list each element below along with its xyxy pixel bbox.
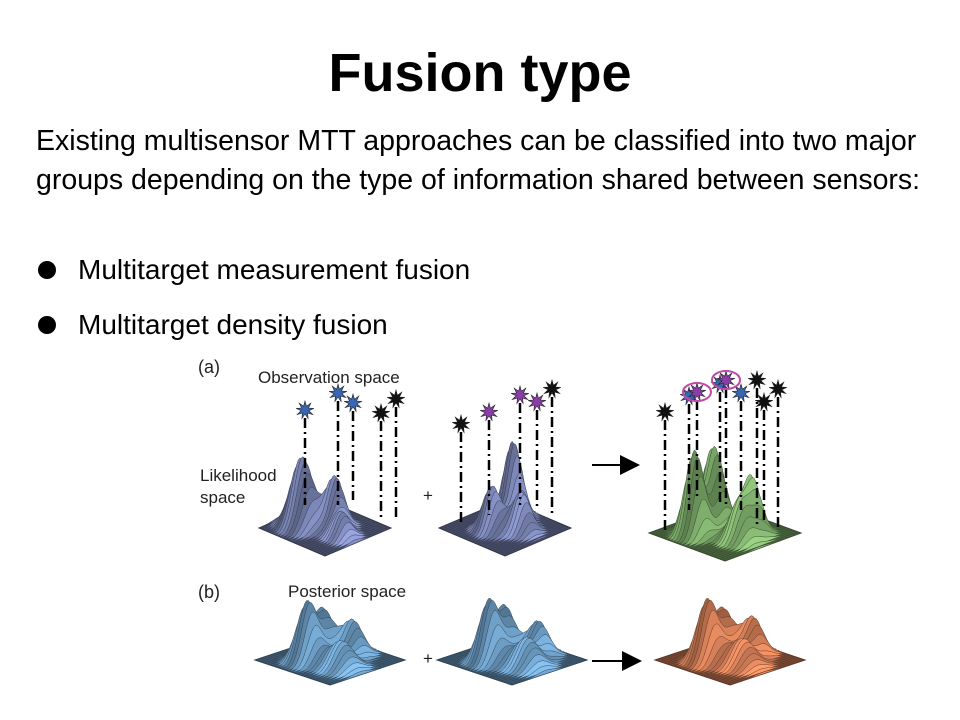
likelihood-surface-sensor-1 <box>257 456 393 557</box>
purple-star-marker-icon <box>479 401 499 422</box>
surface-strip <box>329 659 406 686</box>
purple-star-marker-icon <box>510 384 530 405</box>
plus-sign: + <box>423 486 433 505</box>
black-star-marker-icon <box>768 378 788 399</box>
blue-star-marker-icon <box>328 382 348 403</box>
measurement-markers <box>295 369 788 434</box>
purple-star-marker-icon <box>716 369 736 390</box>
posterior-space-label: Posterior space <box>288 582 406 601</box>
posterior-surface-sensor-2 <box>435 598 589 686</box>
measurement-stems <box>303 388 780 530</box>
likelihood-space-label-line2: space <box>200 488 245 507</box>
black-star-marker-icon <box>386 388 406 409</box>
likelihood-surface-fused <box>647 445 803 562</box>
panel-a-label: (a) <box>198 357 220 377</box>
blue-star-marker-icon <box>343 392 363 413</box>
plus-sign: + <box>423 649 433 668</box>
black-star-marker-icon <box>451 413 471 434</box>
bullet-text: Multitarget density fusion <box>78 309 388 340</box>
surface-plots <box>253 440 807 686</box>
surface-strip <box>504 527 572 557</box>
bullet-text: Multitarget measurement fusion <box>78 254 471 285</box>
surface-strip <box>324 527 392 557</box>
bullet-dot-icon <box>38 316 56 334</box>
purple-star-marker-icon <box>687 381 707 402</box>
surface-strip <box>729 659 806 686</box>
surface-strip <box>722 531 799 561</box>
surface-strip <box>724 532 802 562</box>
surface-strip <box>511 659 588 686</box>
likelihood-surface-sensor-2 <box>437 440 573 557</box>
bullet-list: Multitarget measurement fusion Multitarg… <box>36 252 470 362</box>
panel-b-label: (b) <box>198 582 220 602</box>
association-ellipse <box>711 370 741 390</box>
intro-paragraph: Existing multisensor MTT approaches can … <box>36 125 921 196</box>
likelihood-space-label: Likelihood <box>200 466 277 485</box>
bullet-item-measurement-fusion: Multitarget measurement fusion <box>36 252 470 307</box>
slide-title: Fusion type <box>328 43 632 103</box>
purple-star-marker-icon <box>527 391 547 412</box>
bullet-dot-icon <box>38 261 56 279</box>
posterior-surface-fused <box>653 598 807 686</box>
posterior-surface-sensor-1 <box>253 600 407 686</box>
black-star-marker-icon <box>542 378 562 399</box>
blue-star-marker-icon <box>295 399 315 420</box>
surface-strip <box>502 526 569 556</box>
black-star-marker-icon <box>371 402 391 423</box>
observation-space-label: Observation space <box>258 368 400 387</box>
bullet-item-density-fusion: Multitarget density fusion <box>36 307 470 362</box>
blue-star-marker-icon <box>731 382 751 403</box>
surface-strip <box>499 525 567 555</box>
black-star-marker-icon <box>747 369 767 390</box>
black-star-marker-icon <box>655 401 675 422</box>
association-ellipse <box>682 382 712 402</box>
black-star-marker-icon <box>754 391 774 412</box>
